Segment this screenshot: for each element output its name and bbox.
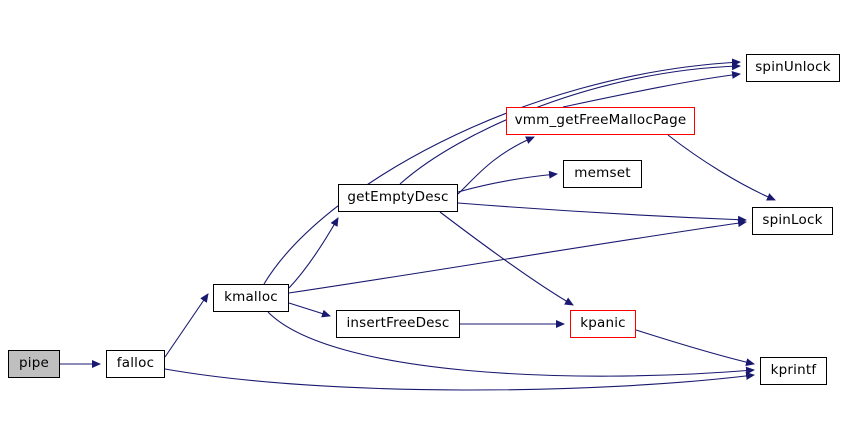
edge-vmm_getFreeMallocPage-to-spinUnlock <box>562 70 741 108</box>
node-label-falloc: falloc <box>116 355 155 372</box>
edge-kmalloc-to-insertFreeDesc <box>288 302 331 318</box>
edges <box>60 58 776 391</box>
node-label-insertFreeDesc: insertFreeDesc <box>346 315 450 332</box>
node-label-kmalloc: kmalloc <box>224 289 278 306</box>
edge-getEmptyDesc-to-vmm_getFreeMallocPage <box>457 136 535 195</box>
edge-falloc-to-kmalloc <box>164 293 209 358</box>
node-label-vmm_getFreeMallocPage: vmm_getFreeMallocPage <box>514 112 687 129</box>
node-memset[interactable]: memset <box>563 160 642 188</box>
edge-getEmptyDesc-to-spinLock <box>457 202 747 224</box>
edge-kmalloc-to-kprintf <box>267 311 755 377</box>
node-spinLock[interactable]: spinLock <box>752 207 833 235</box>
node-falloc[interactable]: falloc <box>106 350 165 378</box>
node-kprintf[interactable]: kprintf <box>760 357 827 385</box>
edge-kmalloc-to-spinLock <box>288 219 747 294</box>
node-label-memset: memset <box>574 165 631 182</box>
node-spinUnlock[interactable]: spinUnlock <box>746 54 840 82</box>
edge-getEmptyDesc-to-spinUnlock <box>399 62 741 185</box>
edge-falloc-to-kprintf <box>164 368 755 391</box>
edge-kmalloc-to-spinUnlock <box>263 58 741 285</box>
node-label-spinUnlock: spinUnlock <box>755 59 831 76</box>
node-label-pipe: pipe <box>19 355 49 372</box>
node-label-getEmptyDesc: getEmptyDesc <box>347 189 449 206</box>
edge-vmm_getFreeMallocPage-to-spinLock <box>667 134 776 201</box>
node-label-kprintf: kprintf <box>770 362 817 379</box>
edge-kmalloc-to-getEmptyDesc <box>288 217 339 289</box>
node-getEmptyDesc[interactable]: getEmptyDesc <box>338 184 458 212</box>
node-label-spinLock: spinLock <box>762 212 823 229</box>
node-insertFreeDesc[interactable]: insertFreeDesc <box>336 310 460 338</box>
node-label-kpanic: kpanic <box>580 315 626 332</box>
node-kmalloc[interactable]: kmalloc <box>213 284 289 312</box>
node-vmm_getFreeMallocPage[interactable]: vmm_getFreeMallocPage <box>506 107 695 135</box>
edge-getEmptyDesc-to-memset <box>457 170 558 193</box>
edge-getEmptyDesc-to-kpanic <box>439 211 574 306</box>
node-kpanic[interactable]: kpanic <box>570 310 636 338</box>
edge-kpanic-to-kprintf <box>635 329 755 367</box>
node-pipe[interactable]: pipe <box>8 350 60 378</box>
